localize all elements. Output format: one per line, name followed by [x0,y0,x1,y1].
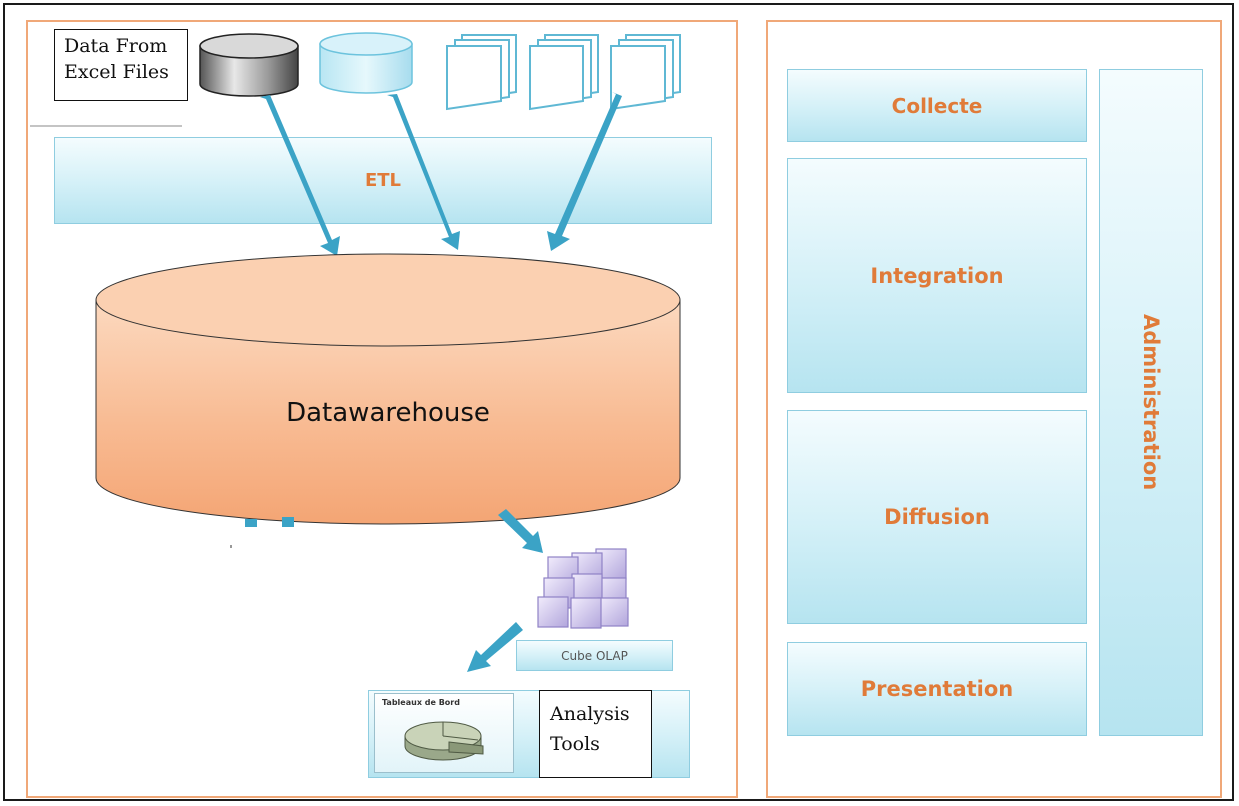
excel-source-label-line1: Data From [64,35,168,57]
administration-layer: Administration [1099,69,1203,736]
datawarehouse-top [95,253,681,347]
architecture-panel [26,20,738,798]
diffusion-label: Diffusion [884,505,990,529]
analysis-tools-line2: Tools [550,733,600,755]
layers-panel [766,20,1222,798]
dashboard-card: Tableaux de Bord [374,693,514,773]
document-stack-icon-1 [446,34,517,111]
gray-database-icon [199,33,299,97]
diagram-frame [3,3,1234,801]
integration-layer: Integration [787,158,1087,393]
arrow-to-cube [498,509,543,553]
etl-arrows [260,92,622,256]
presentation-label: Presentation [860,677,1014,701]
etl-label: ETL [364,170,402,191]
analysis-tools-line1: Analysis [550,703,630,725]
arrow-to-dashboard [467,622,523,672]
cube-olap-label: Cube OLAP [561,648,628,663]
diffusion-layer: Diffusion [787,410,1087,624]
datawarehouse-label: Datawarehouse [286,398,490,428]
excel-source-label-line2: Excel Files [64,61,169,83]
cube-olap-label-box: Cube OLAP [516,640,673,671]
excel-source-label: Data From Excel Files [54,29,188,101]
presentation-layer: Presentation [787,642,1087,736]
integration-label: Integration [870,263,1004,288]
pie-chart-icon [404,721,484,761]
olap-cube-icon [537,548,629,629]
datawarehouse-cylinder [95,299,681,525]
blue-database-icon [319,32,413,94]
etl-layer: ETL [54,137,712,224]
dashboard-label: Tableaux de Bord [382,698,460,707]
analysis-tools-box: Analysis Tools [539,690,652,778]
document-stack-icon-3 [610,34,681,111]
collecte-layer: Collecte [787,69,1087,142]
administration-label: Administration [1139,314,1163,491]
document-stack-icon-2 [529,34,599,111]
collecte-label: Collecte [891,93,983,118]
